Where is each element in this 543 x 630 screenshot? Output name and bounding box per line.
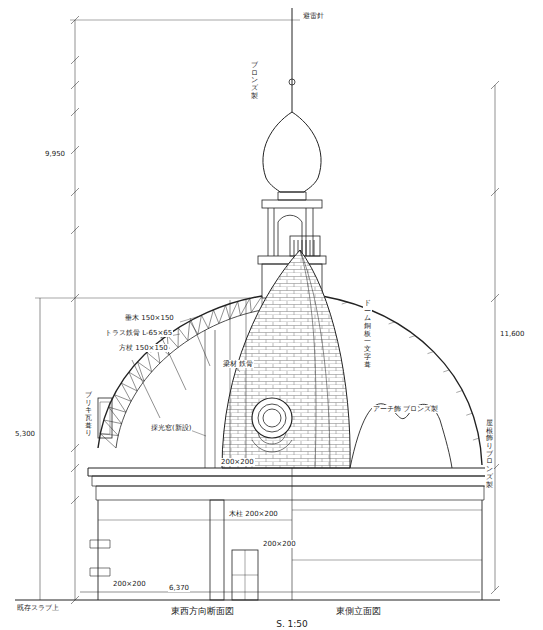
dimension: 200×200	[262, 540, 297, 548]
view-title: 東西方向断面図	[170, 606, 235, 616]
material-label: 屋根飾りブロンズ製	[485, 420, 494, 489]
part-label: 梁材 鉄骨	[222, 360, 254, 368]
material-label: ドーム銅板 一文字葺	[363, 300, 372, 369]
part-label: 木柱 200×200	[228, 510, 279, 518]
material-label: ブリキ 瓦葺り	[84, 392, 93, 438]
dimension: 11,600	[499, 330, 526, 338]
scale: S. 1:50	[275, 619, 309, 629]
dimension: 6,370	[168, 584, 190, 592]
part-label: 方杖 150×150	[118, 344, 169, 352]
part-label: 避雷針	[302, 12, 325, 20]
material-label: ブロンズ製	[250, 62, 259, 100]
material-label: アーチ飾 ブロンズ製	[372, 405, 439, 413]
dimension: 5,300	[14, 430, 36, 438]
part-label: 垂木 150×150	[124, 314, 175, 322]
dimension: 200×200	[220, 458, 255, 466]
dimension: 9,950	[44, 150, 66, 158]
note: 既存スラブ上	[16, 604, 60, 612]
view-title: 東側立面図	[335, 606, 382, 616]
part-label: トラス鉄骨 L-65×65	[104, 329, 173, 337]
dimension: 200×200	[112, 580, 147, 588]
part-label: 採光窓(新設)	[150, 424, 192, 432]
